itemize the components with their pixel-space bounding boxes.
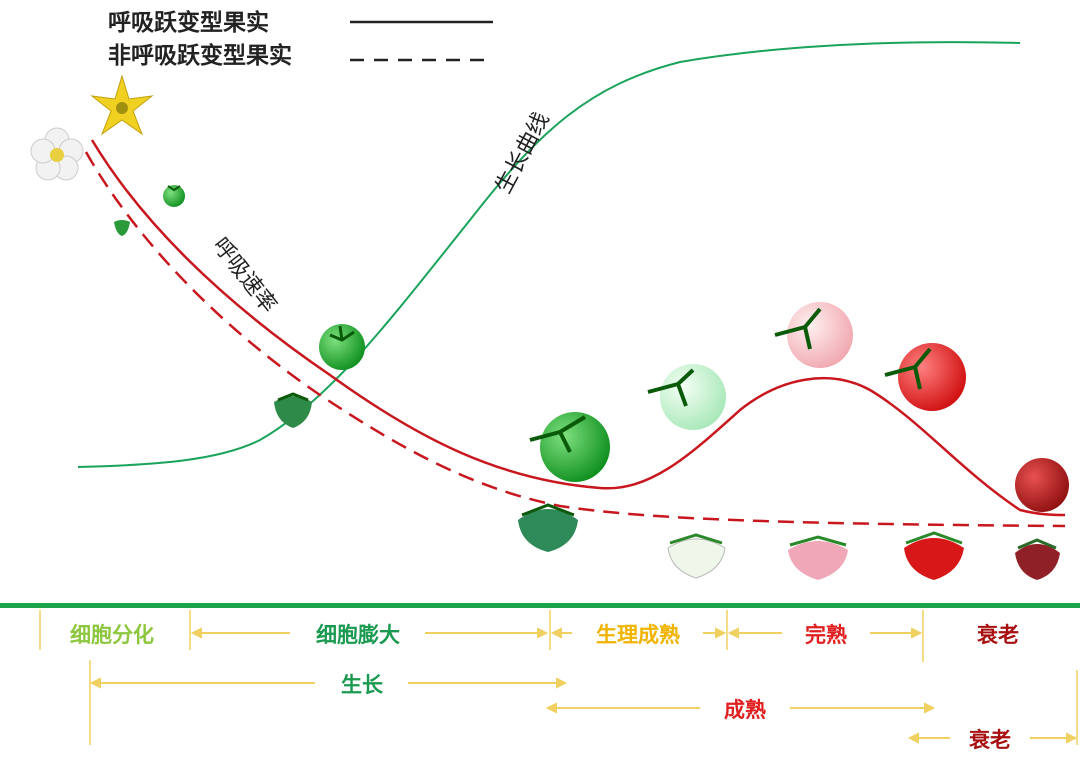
white-strawberry-icon	[667, 533, 726, 579]
growth-curve-label: 生长曲线	[491, 108, 554, 197]
respiration-curve-non-climacteric	[84, 151, 1066, 528]
stage-arrows	[89, 627, 1078, 744]
overripe-strawberry-icon	[1015, 538, 1060, 580]
green-tomato-icon	[319, 324, 365, 370]
yellow-flower-icon	[90, 74, 154, 136]
pink-strawberry-icon	[788, 535, 848, 580]
phase-senescence: 衰老	[969, 728, 1011, 752]
overripe-tomato-icon	[1015, 458, 1069, 512]
white-flower-icon	[30, 127, 84, 181]
small-tomato-icon	[163, 185, 185, 207]
stage-senescence: 衰老	[977, 623, 1019, 647]
timeline-baseline	[0, 603, 1080, 608]
phase-ripening: 成熟	[724, 698, 766, 722]
growth-curve	[77, 41, 1021, 468]
respiration-curve-climacteric	[90, 139, 1066, 517]
respiration-curve-label: 呼吸速率	[207, 233, 281, 318]
pale-green-tomato-icon	[647, 364, 726, 430]
legend-non-climacteric-label: 非呼吸跃变型果实	[108, 42, 292, 69]
green-strawberry-icon	[274, 392, 312, 428]
red-tomato-icon	[884, 343, 966, 411]
stage-full-ripeness: 完熟	[805, 623, 847, 647]
small-strawberry-icon	[114, 220, 130, 236]
stage-cell-division: 细胞分化	[70, 623, 154, 647]
large-green-tomato-icon	[529, 412, 610, 482]
red-strawberry-icon	[904, 531, 964, 580]
pink-tomato-icon	[774, 302, 853, 368]
large-green-strawberry-icon	[518, 503, 578, 552]
stage-dividers	[39, 610, 1078, 745]
phase-growth: 生长	[341, 673, 384, 697]
stage-physiological-maturity: 生理成熟	[596, 623, 680, 647]
legend-climacteric-label: 呼吸跃变型果实	[108, 9, 269, 36]
stage-cell-expansion: 细胞膨大	[316, 623, 400, 647]
